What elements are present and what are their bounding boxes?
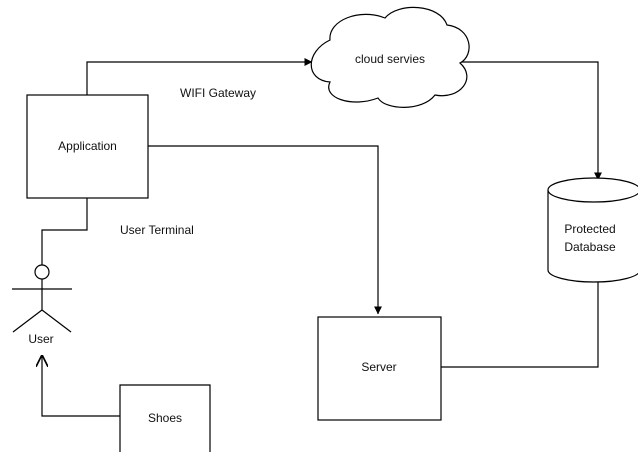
shoes-box[interactable] bbox=[119, 384, 211, 452]
user-terminal-label: User Terminal bbox=[120, 223, 194, 237]
edge-cloud-to-database bbox=[460, 61, 602, 181]
edge-shoes-to-user bbox=[42, 356, 120, 417]
database-label-line2: Database bbox=[564, 240, 616, 254]
edge-application-to-cloud bbox=[86, 58, 313, 95]
cloud-label: cloud servies bbox=[355, 52, 425, 66]
edge-application-to-user bbox=[41, 198, 88, 265]
shoes-label: Shoes bbox=[148, 411, 182, 425]
user-label: User bbox=[28, 332, 53, 346]
cloud-shape[interactable] bbox=[310, 6, 470, 108]
application-box[interactable] bbox=[26, 94, 149, 199]
user-actor[interactable] bbox=[12, 264, 72, 333]
edge-server-to-database bbox=[441, 259, 602, 368]
application-label: Application bbox=[58, 139, 117, 153]
edge-application-to-server bbox=[148, 145, 382, 315]
server-box[interactable] bbox=[317, 316, 442, 421]
server-label: Server bbox=[361, 360, 396, 374]
database-label-line1: Protected bbox=[564, 222, 615, 236]
database-cylinder[interactable] bbox=[547, 177, 638, 283]
wifi-gateway-label: WIFI Gateway bbox=[180, 86, 256, 100]
